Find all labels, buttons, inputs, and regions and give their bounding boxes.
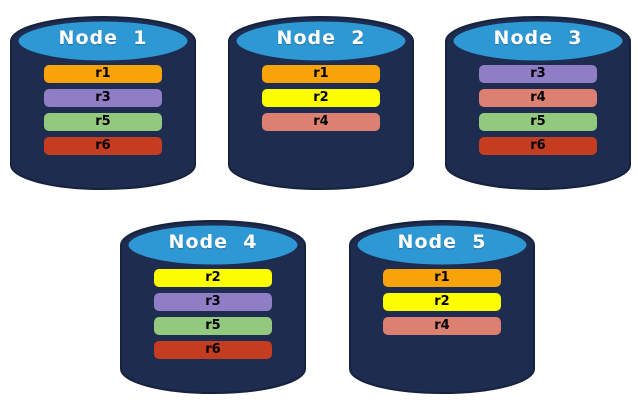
replica-bar: r4: [262, 113, 380, 131]
replica-bar: r2: [383, 293, 501, 311]
replica-list: r3 r4 r5 r6: [479, 65, 597, 161]
db-node: Node 2 r1 r2 r4: [226, 7, 416, 195]
replica-bar: r3: [479, 65, 597, 83]
replica-label: r1: [434, 270, 450, 285]
replica-label: r6: [530, 138, 546, 153]
replica-bar: r3: [154, 293, 272, 311]
replica-bar: r1: [44, 65, 162, 83]
node-title: Node 1: [58, 27, 148, 49]
replica-bar: r5: [154, 317, 272, 335]
db-node: Node 3 r3 r4 r5 r6: [443, 7, 633, 195]
db-node: Node 4 r2 r3 r5 r6: [118, 211, 308, 399]
replica-bar: r4: [383, 317, 501, 335]
replica-bar: r2: [262, 89, 380, 107]
replica-label: r4: [530, 90, 546, 105]
replica-label: r5: [530, 114, 546, 129]
replica-bar: r1: [262, 65, 380, 83]
db-node: Node 1 r1 r3 r5 r6: [8, 7, 198, 195]
replica-label: r2: [313, 90, 329, 105]
replica-bar: r6: [154, 341, 272, 359]
cylinder-top-ellipse: [15, 18, 191, 64]
replica-bar: r3: [44, 89, 162, 107]
replica-label: r5: [95, 114, 111, 129]
replica-bar: r6: [479, 137, 597, 155]
cylinder-top-ellipse: [354, 222, 530, 268]
replica-label: r3: [205, 294, 221, 309]
replica-list: r2 r3 r5 r6: [154, 269, 272, 365]
replica-bar: r1: [383, 269, 501, 287]
replica-label: r3: [95, 90, 111, 105]
replica-label: r4: [313, 114, 329, 129]
replica-label: r6: [95, 138, 111, 153]
cylinder-top-ellipse: [125, 222, 301, 268]
replica-bar: r5: [44, 113, 162, 131]
replica-bar: r2: [154, 269, 272, 287]
replica-bar: r5: [479, 113, 597, 131]
replica-bar: r6: [44, 137, 162, 155]
replica-list: r1 r3 r5 r6: [44, 65, 162, 161]
replica-label: r6: [205, 342, 221, 357]
replica-list: r1 r2 r4: [383, 269, 501, 341]
node-title: Node 5: [397, 231, 487, 253]
replica-label: r4: [434, 318, 450, 333]
node-title: Node 2: [276, 27, 366, 49]
cylinder-top-ellipse: [233, 18, 409, 64]
cylinder-top-ellipse: [450, 18, 626, 64]
replica-label: r1: [313, 66, 329, 81]
replica-label: r3: [530, 66, 546, 81]
replica-bar: r4: [479, 89, 597, 107]
node-title: Node 4: [168, 231, 258, 253]
db-node: Node 5 r1 r2 r4: [347, 211, 537, 399]
replica-label: r2: [434, 294, 450, 309]
replica-list: r1 r2 r4: [262, 65, 380, 137]
replica-label: r2: [205, 270, 221, 285]
replica-label: r1: [95, 66, 111, 81]
node-title: Node 3: [493, 27, 583, 49]
replica-label: r5: [205, 318, 221, 333]
